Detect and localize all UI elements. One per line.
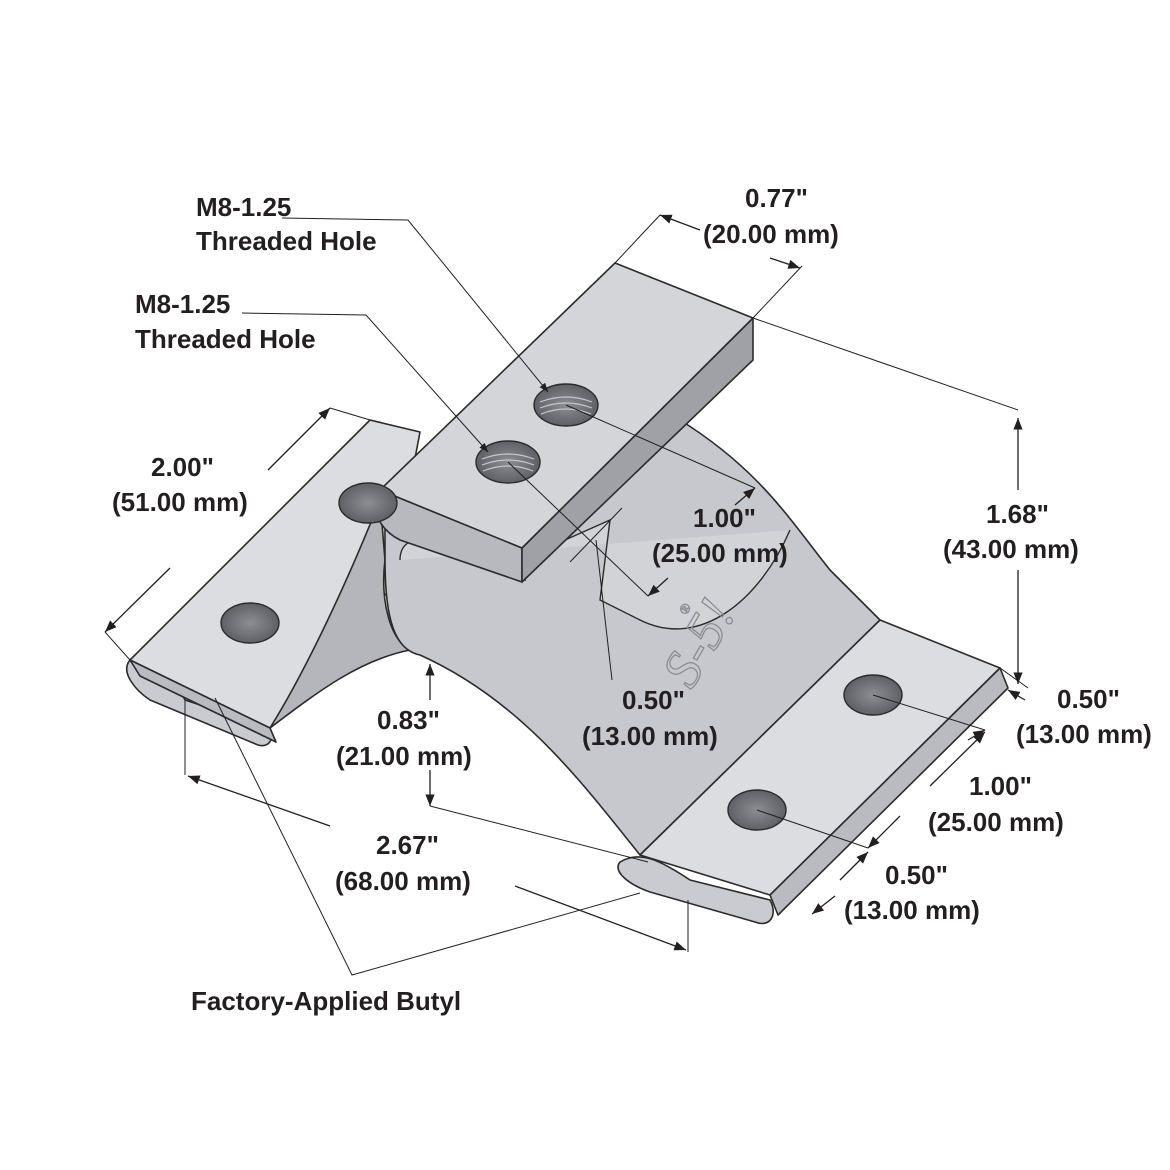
svg-text:0.83": 0.83"	[377, 705, 440, 735]
svg-text:(68.00 mm): (68.00 mm)	[335, 866, 471, 896]
butyl-label: Factory-Applied Butyl	[191, 986, 461, 1016]
svg-text:1.00": 1.00"	[693, 503, 756, 533]
dim-hole-spacing: 1.00" (25.00 mm)	[652, 503, 788, 568]
svg-text:(51.00 mm): (51.00 mm)	[112, 487, 248, 517]
svg-text:(13.00 mm): (13.00 mm)	[582, 721, 718, 751]
svg-text:0.50": 0.50"	[1057, 684, 1120, 714]
svg-text:Threaded Hole: Threaded Hole	[196, 226, 377, 256]
left-flange-edge	[129, 659, 277, 743]
dimension-labels: M8-1.25 Threaded Hole M8-1.25 Threaded H…	[112, 183, 1152, 1016]
left-web	[269, 499, 411, 729]
dim-top-width: 0.77" (20.00 mm)	[703, 183, 839, 249]
svg-text:(13.00 mm): (13.00 mm)	[844, 895, 980, 925]
dim-arch-height: 0.83" (21.00 mm)	[336, 705, 472, 771]
dim-total-height: 1.68" (43.00 mm)	[943, 499, 1079, 564]
dim-base-width: 2.67" (68.00 mm)	[335, 830, 471, 896]
svg-text:(13.00 mm): (13.00 mm)	[1016, 719, 1152, 749]
svg-text:0.50": 0.50"	[622, 685, 685, 715]
left-flange-hole-rear	[338, 482, 398, 524]
svg-text:0.77": 0.77"	[745, 183, 808, 213]
left-flange-hole-front	[220, 602, 280, 644]
svg-text:Threaded Hole: Threaded Hole	[135, 324, 316, 354]
svg-text:M8-1.25: M8-1.25	[135, 289, 230, 319]
right-butyl-strip	[617, 856, 774, 925]
svg-text:1.00": 1.00"	[969, 771, 1032, 801]
svg-text:2.00": 2.00"	[151, 452, 214, 482]
dim-hole-edge-offset: 0.50" (13.00 mm)	[582, 685, 718, 751]
threaded-hole-label-2: M8-1.25 Threaded Hole	[135, 289, 316, 354]
svg-text:0.50": 0.50"	[885, 860, 948, 890]
bracket: S-5! ®	[126, 262, 1009, 925]
top-rail-front	[379, 489, 523, 583]
svg-text:(43.00 mm): (43.00 mm)	[943, 534, 1079, 564]
dim-right-edge-top: 0.50" (13.00 mm)	[1016, 684, 1152, 749]
svg-text:(20.00 mm): (20.00 mm)	[703, 219, 839, 249]
svg-text:(25.00 mm): (25.00 mm)	[652, 538, 788, 568]
leader-lines	[104, 214, 1029, 976]
right-flange-edge	[769, 667, 1009, 916]
svg-text:2.67": 2.67"	[376, 830, 439, 860]
dim-right-hole-spacing: 1.00" (25.00 mm)	[928, 771, 1064, 837]
dim-flange-length: 2.00" (51.00 mm)	[112, 452, 248, 517]
dim-right-edge-bottom: 0.50" (13.00 mm)	[844, 860, 980, 925]
svg-text:1.68": 1.68"	[986, 499, 1049, 529]
svg-text:(25.00 mm): (25.00 mm)	[928, 807, 1064, 837]
threaded-hole-label-1: M8-1.25 Threaded Hole	[196, 192, 377, 256]
svg-text:(21.00 mm): (21.00 mm)	[336, 741, 472, 771]
svg-text:M8-1.25: M8-1.25	[196, 192, 291, 222]
